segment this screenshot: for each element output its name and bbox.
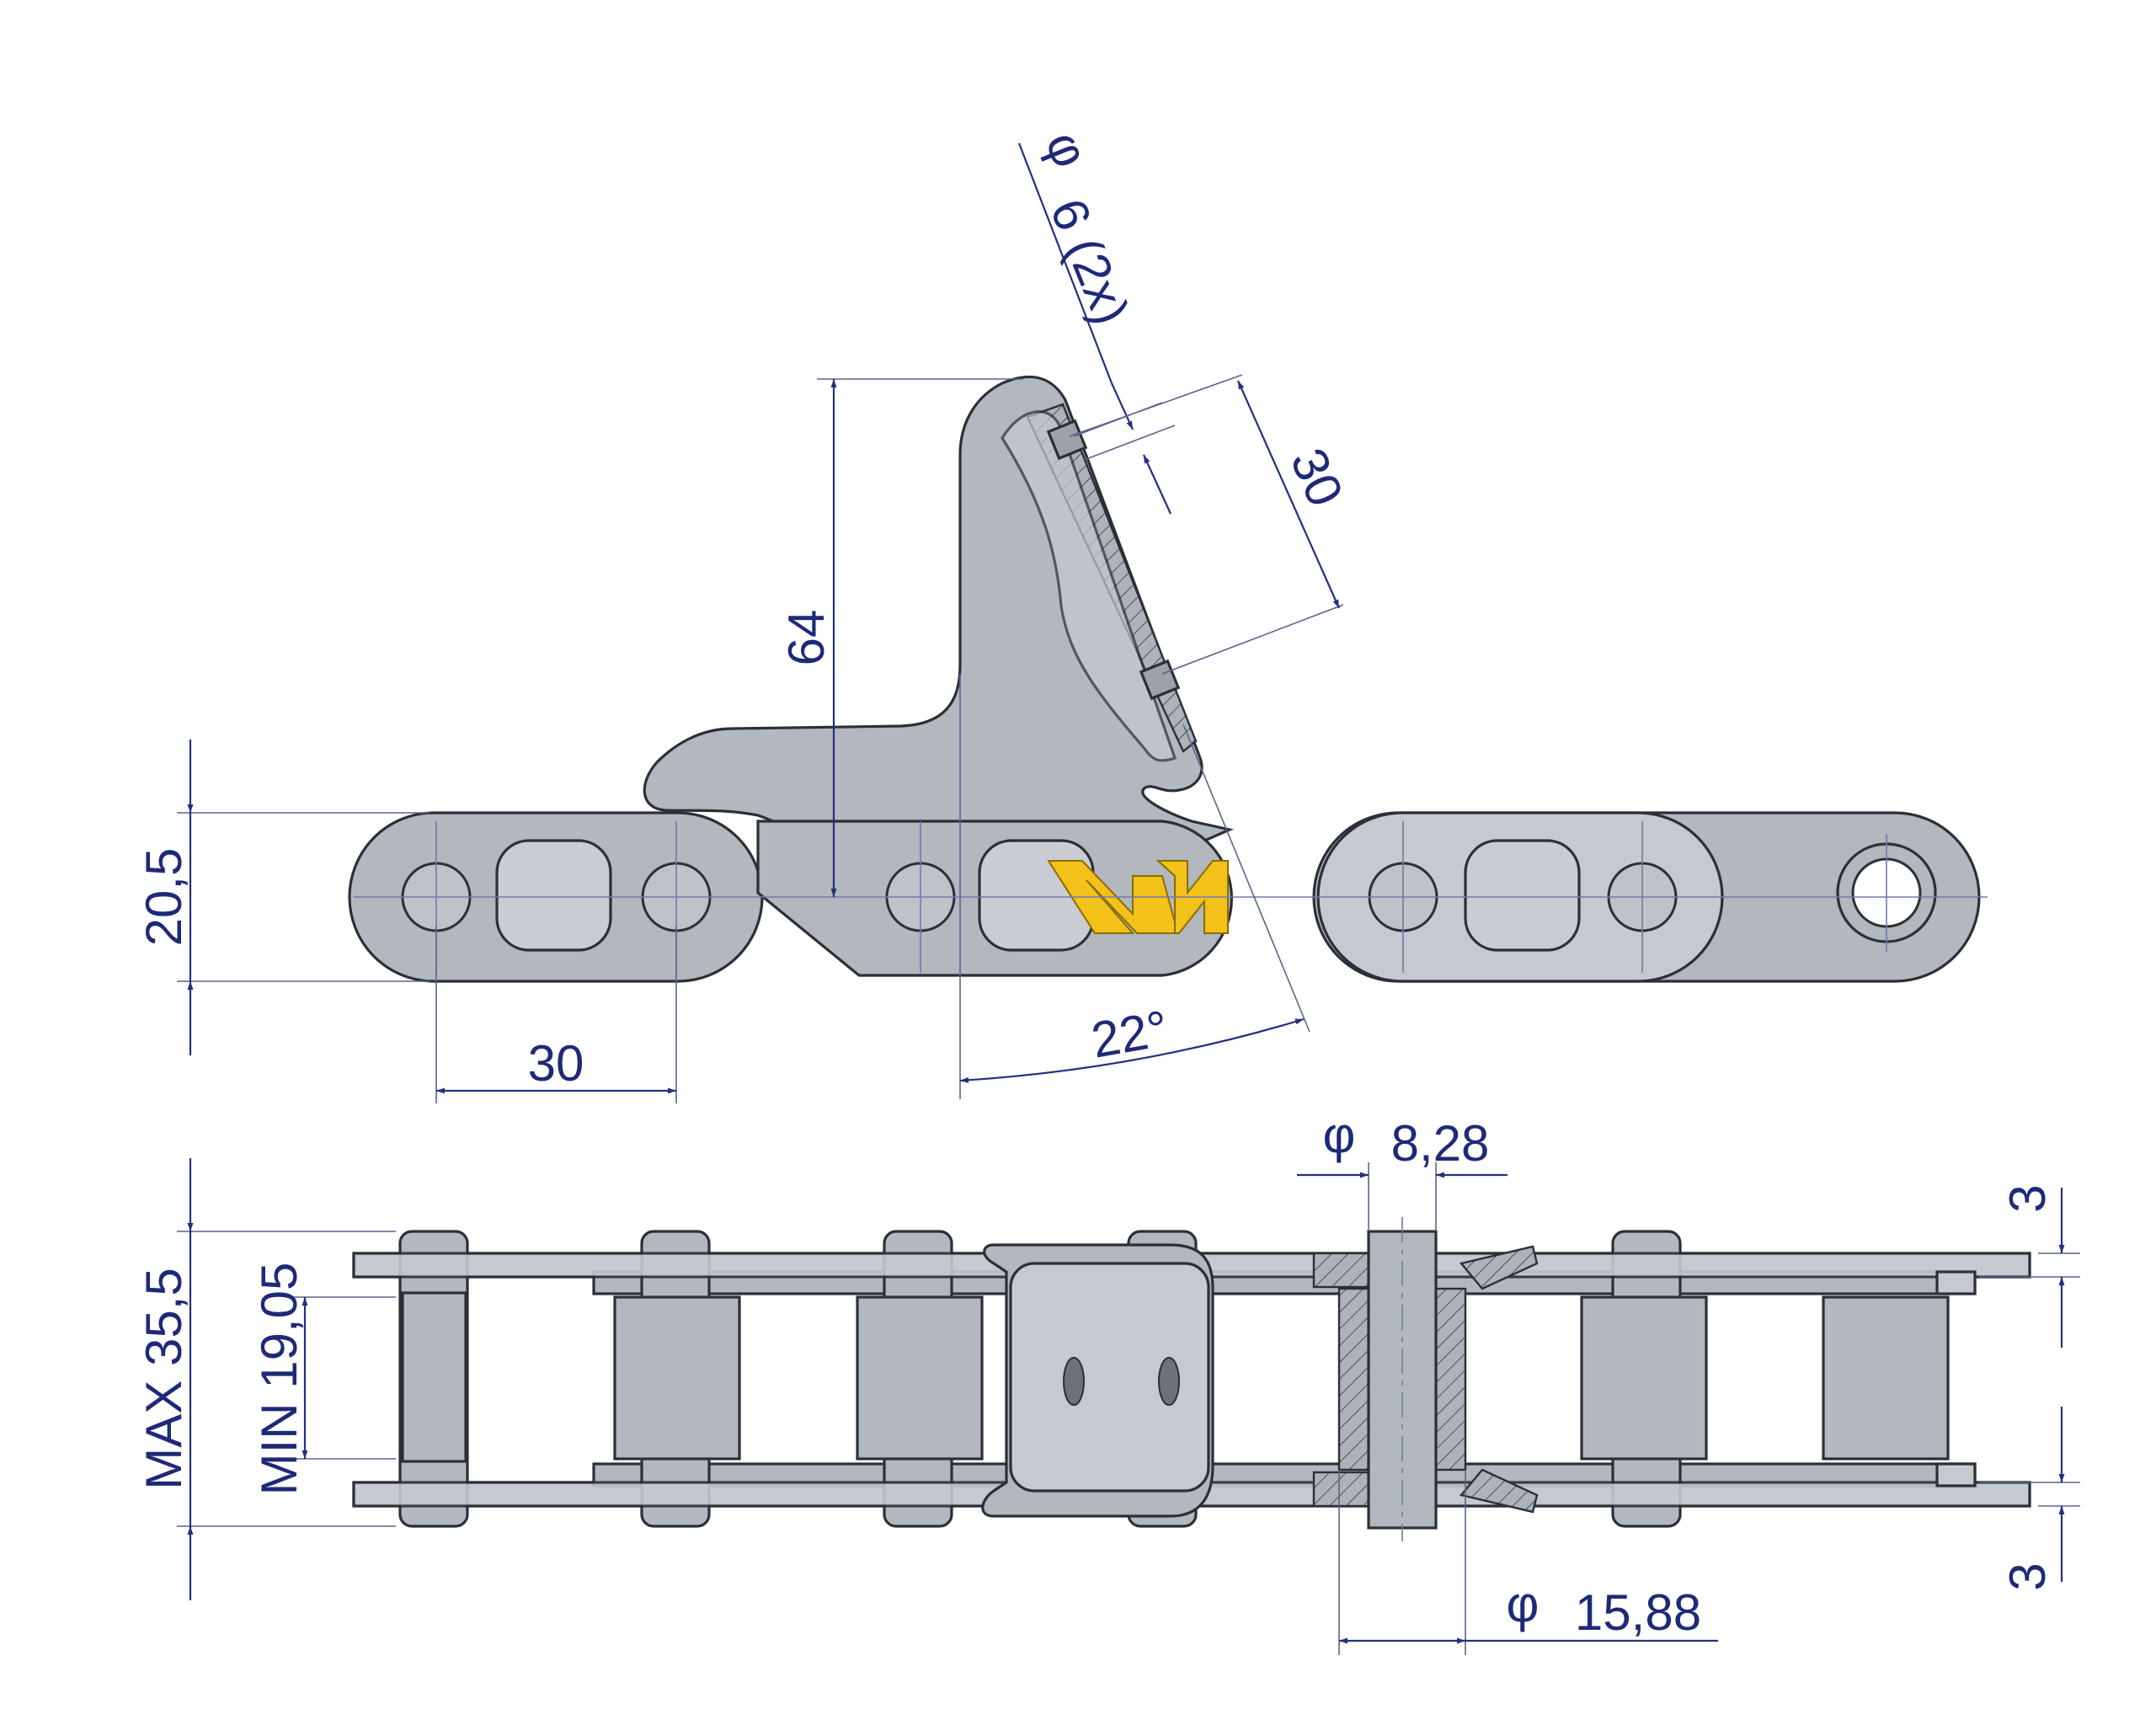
dim-plate-thickness-top: 3	[1999, 1184, 2056, 1212]
bracket-hole	[1063, 1357, 1085, 1406]
roller	[1822, 1295, 1950, 1461]
roller	[401, 1291, 467, 1463]
dim-roller-diameter: 15,88	[1575, 1584, 1701, 1641]
dim-pin-diameter: 8,28	[1391, 1115, 1490, 1172]
dim-plate-thickness-bottom: 3	[1999, 1562, 2056, 1590]
dim-attachment-height: 64	[778, 610, 835, 666]
flag-hole-2	[1139, 659, 1181, 701]
dim-min-inner-width: MIN 19,05	[251, 1263, 307, 1496]
roller	[613, 1295, 741, 1461]
dim-angle: 22°	[1087, 1000, 1172, 1069]
dim-hole-spacing: 30	[1280, 441, 1354, 515]
dim-link-height: 20,5	[136, 848, 192, 947]
dim-pin-diameter-symbol: φ	[1323, 1107, 1356, 1163]
attachment-bevel	[1001, 410, 1177, 762]
side-view	[348, 376, 1988, 983]
roller-boss	[1464, 839, 1581, 952]
top-view-dimensions: MAX 35,5 MIN 19,05 φ 8,28 φ 15,88 3 3	[136, 1107, 2080, 1655]
section-plate-right	[1459, 1245, 1539, 1290]
roller	[856, 1295, 984, 1461]
section-plate-right-bottom	[1459, 1468, 1539, 1514]
dim-roller-diameter-symbol: φ	[1507, 1576, 1540, 1632]
top-view	[352, 1217, 2031, 1541]
attachment-bracket-inner	[1009, 1262, 1210, 1493]
roller-boss	[495, 839, 612, 952]
roller	[1580, 1295, 1708, 1461]
dim-hole-diameter-symbol: φ	[1035, 124, 1100, 175]
bracket-hole	[1158, 1357, 1180, 1406]
dim-hole-diameter: 6 (2x)	[1039, 191, 1140, 332]
dim-max-width: MAX 35,5	[136, 1268, 192, 1489]
dim-pitch: 30	[528, 1035, 584, 1092]
